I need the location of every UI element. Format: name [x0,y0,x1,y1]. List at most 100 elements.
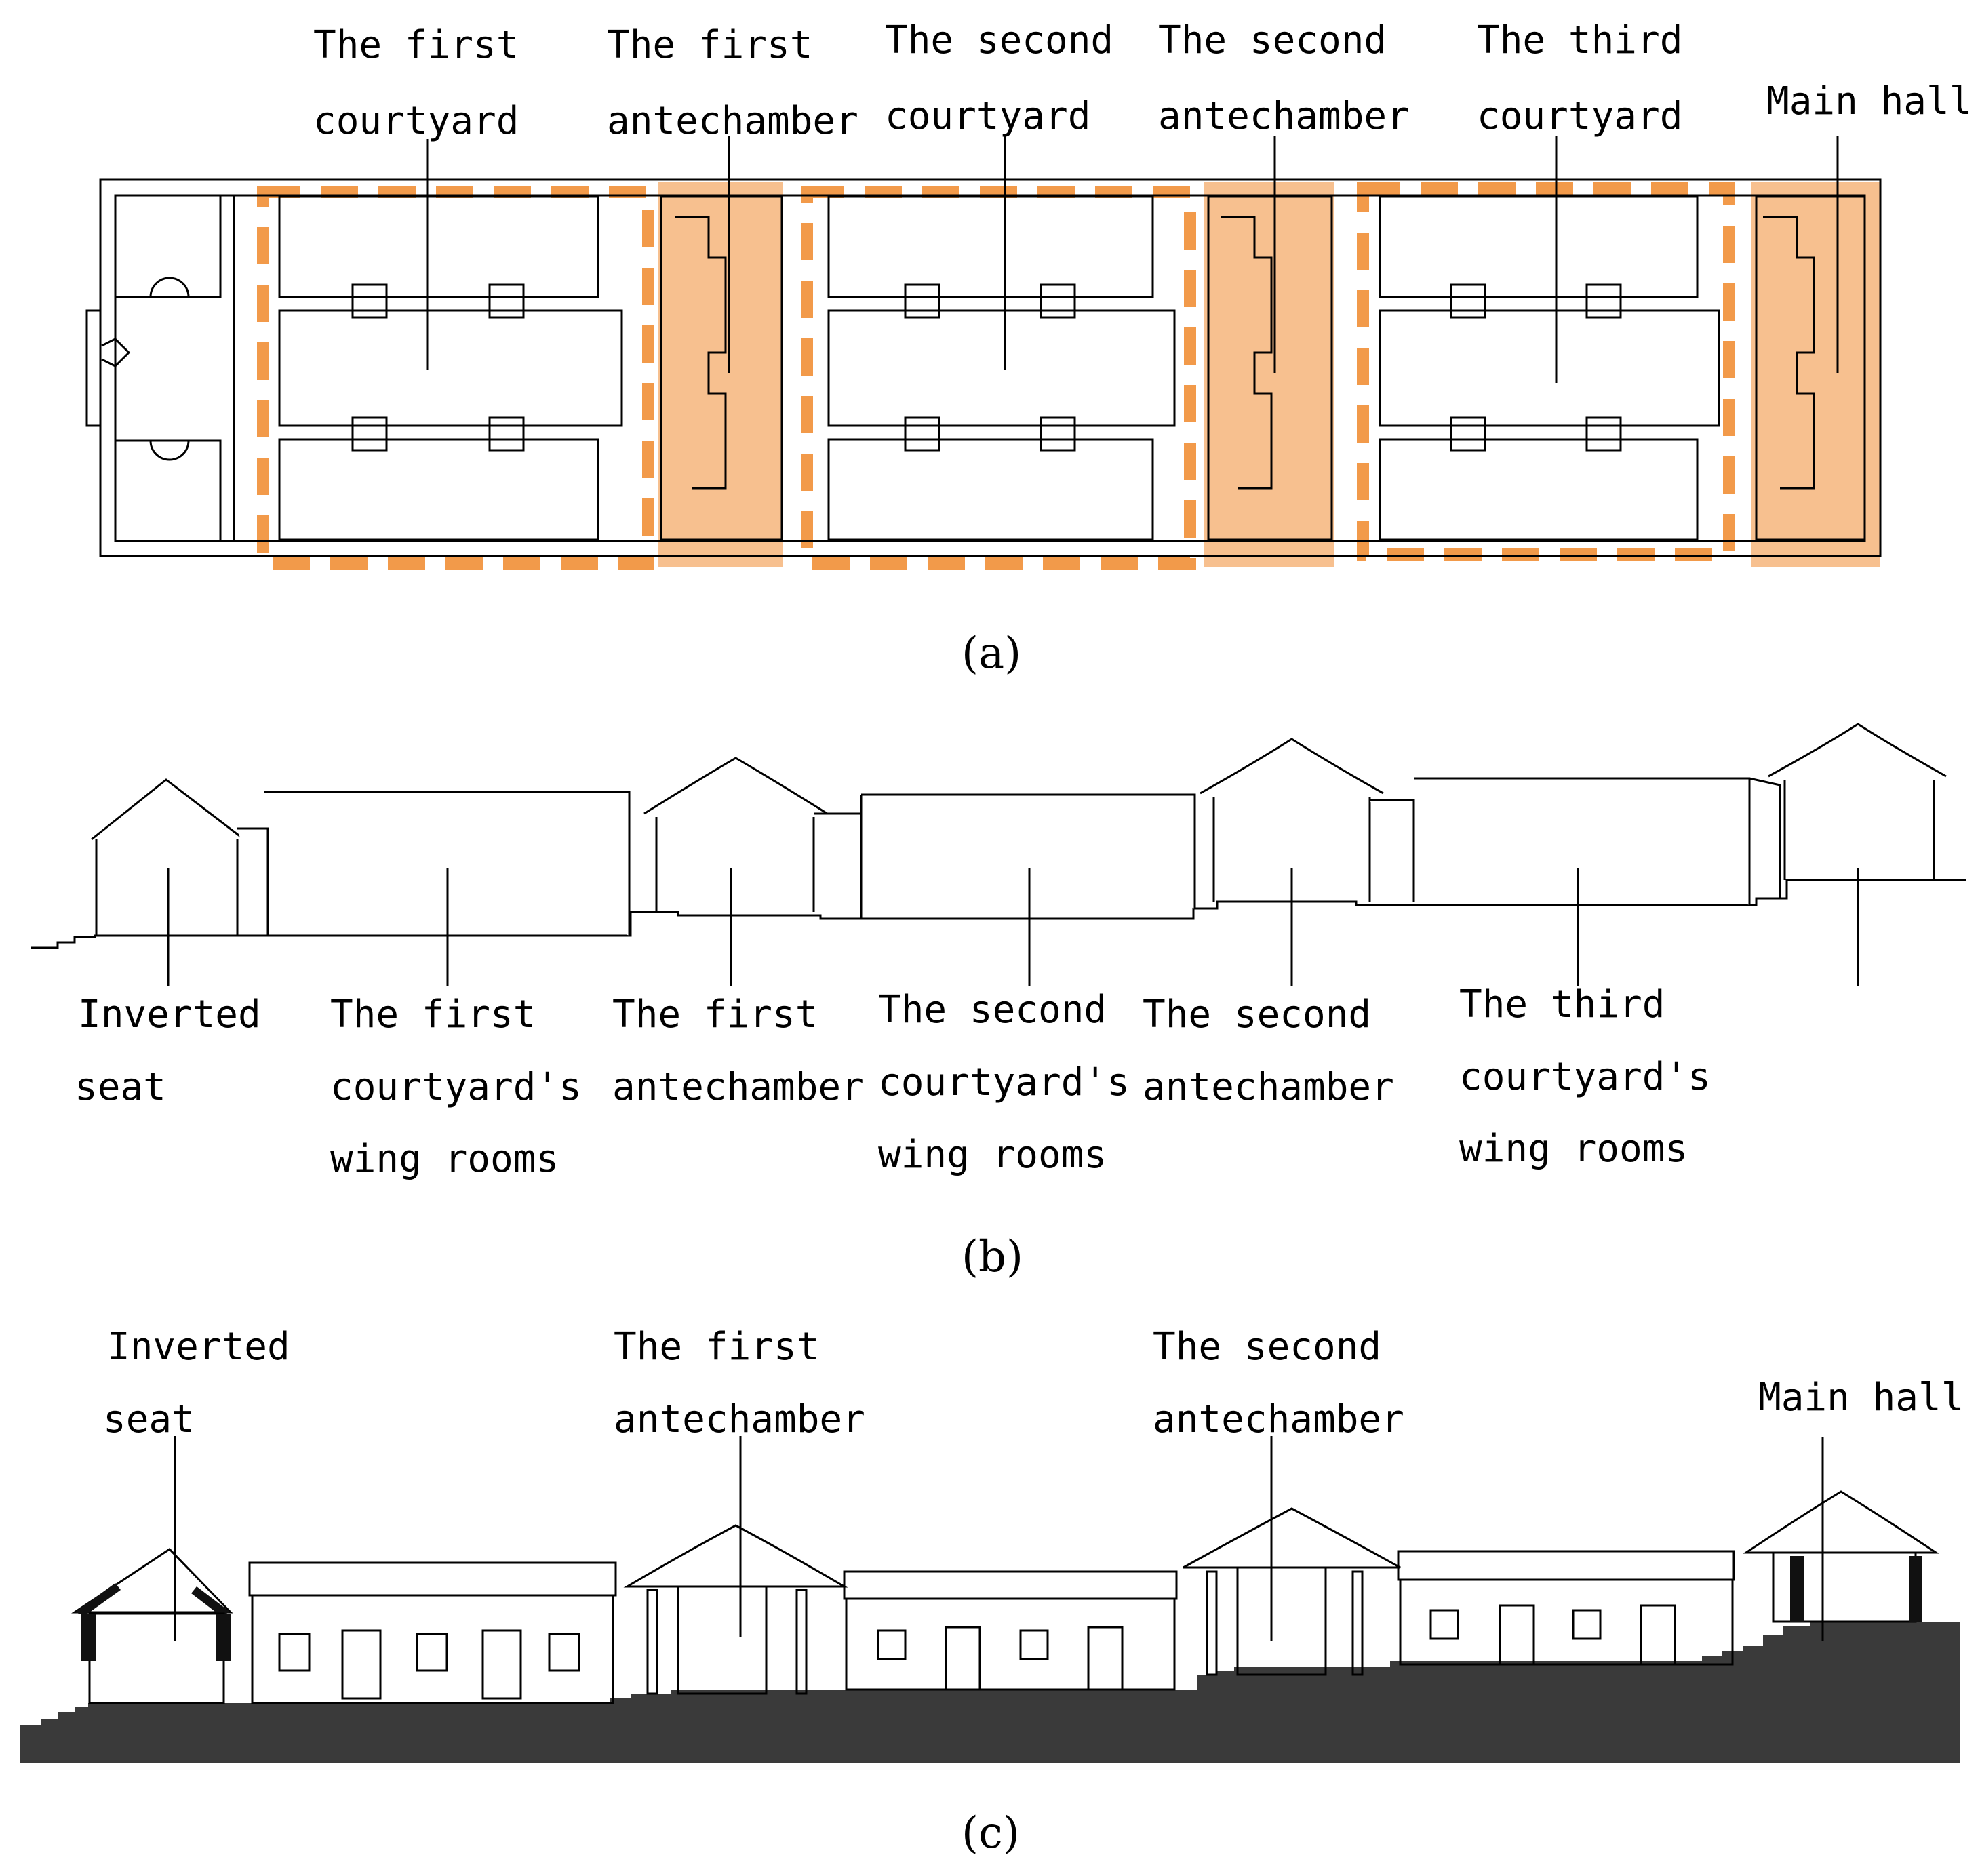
c-mainhall-col-right [1909,1556,1922,1622]
plan-c2-door3 [904,416,941,452]
c-wing3-roof-band [1397,1550,1735,1581]
c-label-ante1-line2: antechamber [614,1397,865,1441]
c-wing2-door1 [945,1626,981,1691]
b-label-inverted-seat-line1: Inverted [78,993,261,1037]
plan-mainhall-steps [1763,216,1815,490]
panel-b-labels: Inverted seat The first courtyard's wing… [75,982,1711,1282]
panel-c-elevation [20,1436,1960,1763]
plan-c2-door4 [1040,416,1076,452]
c-ante1 [623,1524,848,1695]
c-wing1 [248,1561,617,1704]
a-label-mainhall: Main hall [1766,79,1972,123]
b-label-wing3-line2: courtyard's [1459,1055,1711,1099]
panel-a-plan [85,136,1882,570]
c-wing1-window2 [416,1633,448,1672]
c-inverted-seat-eave-right [191,1586,231,1616]
plan-ante1-steps [675,216,727,490]
c-inverted-seat-eave-left [75,1583,121,1616]
c-label-inverted-seat-line1: Inverted [107,1325,290,1369]
c-label-inverted-seat-line2: seat [103,1397,195,1441]
caption-c: (c) [962,1808,1020,1858]
b-label-inverted-seat-line2: seat [75,1065,166,1109]
c-wing2-door2 [1087,1626,1124,1691]
plan-inner-wall [114,194,1866,542]
b-label-wing3-line3: wing rooms [1459,1127,1688,1171]
a-label-courtyard3-line1: The third [1477,18,1682,62]
b-ante2 [1200,738,1384,902]
plan-ante1-body [660,195,783,541]
c-label-ante2-line2: antechamber [1153,1397,1404,1441]
plan-c3-wing-top [1379,195,1699,298]
plan-entry-door [101,338,131,367]
dashed-frame-courtyard3 [1357,182,1735,561]
b-inverted-seat [91,778,245,936]
b-label-wing1-line2: courtyard's [330,1065,582,1109]
plan-c2-door1 [904,283,941,319]
c-ante1-roof [623,1524,848,1588]
dashed-frame-courtyard2 [801,186,1196,570]
highlight-mainhall [1751,182,1880,567]
c-wing1-door1 [341,1629,382,1700]
b-ground-profile [31,879,1966,949]
plan-c3-door3 [1450,416,1486,452]
c-mainhall-roof [1743,1490,1939,1554]
c-ante2-roof [1183,1507,1401,1569]
b-mainhall [1768,723,1947,880]
b-label-wing2-line2: courtyard's [878,1060,1130,1104]
c-mainhall-col-left [1790,1556,1804,1622]
c-wing3-wall [1399,1578,1734,1666]
c-inverted-seat-col-right [216,1614,231,1661]
a-label-courtyard2-line1: The second [885,18,1113,62]
plan-c1-wing-top [278,195,599,298]
b-label-wing1-line1: The first [330,993,536,1037]
c-inverted-seat [71,1548,233,1704]
c-ante2 [1183,1507,1401,1676]
plan-ante2-steps [1221,216,1273,490]
plan-ante2-body [1207,195,1333,541]
a-label-courtyard3-line2: courtyard [1477,94,1682,138]
c-inverted-seat-body [88,1612,225,1704]
plan-c1-door3 [351,416,388,452]
c-wing2 [843,1570,1178,1691]
highlight-antechamber2 [1204,182,1334,567]
caption-a: (a) [962,628,1021,679]
c-ante2-col-right [1351,1570,1364,1676]
plan-c1-door4 [488,416,525,452]
c-wing3 [1397,1550,1735,1666]
c-wing2-window1 [877,1629,907,1660]
b-label-wing2-line1: The second [878,988,1107,1032]
plan-c2-wing-bottom [827,438,1154,541]
c-wing3-window1 [1429,1609,1459,1640]
plan-mainhall-body [1755,195,1866,541]
plan-c3-door1 [1450,283,1486,319]
plan-outer-wall [99,178,1882,557]
plan-gate-room-bottom [114,439,222,542]
panel-b-section [31,723,1966,986]
b-label-wing2-line3: wing rooms [878,1133,1107,1177]
c-wing1-door2 [481,1629,522,1700]
c-wing1-wall [251,1594,614,1704]
plan-c1-door2 [488,283,525,319]
plan-c3-door2 [1585,283,1622,319]
c-wing2-window2 [1019,1629,1049,1660]
c-wing3-door2 [1640,1604,1676,1666]
c-inverted-seat-roof [71,1548,233,1614]
a-label-antechamber2-line1: The second [1158,18,1387,62]
a-label-antechamber2-line2: antechamber [1158,94,1410,138]
panel-a-labels: The first courtyard The first antechambe… [313,18,1972,679]
a-label-antechamber1-line2: antechamber [607,99,858,143]
b-wing3 [1370,777,1781,905]
caption-b: (b) [962,1232,1023,1282]
c-ante1-body [677,1585,768,1695]
c-wing2-roof-band [843,1570,1178,1600]
c-wing3-window2 [1572,1609,1602,1640]
c-wing1-roof-band [248,1561,617,1597]
a-label-courtyard1-line2: courtyard [313,99,519,143]
plan-c2-yard [827,309,1176,427]
b-label-ante2-line1: The second [1143,993,1371,1037]
b-label-wing1-line3: wing rooms [330,1137,559,1181]
c-label-ante2-line1: The second [1153,1325,1381,1369]
plan-gate-door-top [149,277,190,298]
plan-gate-room-top [114,194,222,298]
